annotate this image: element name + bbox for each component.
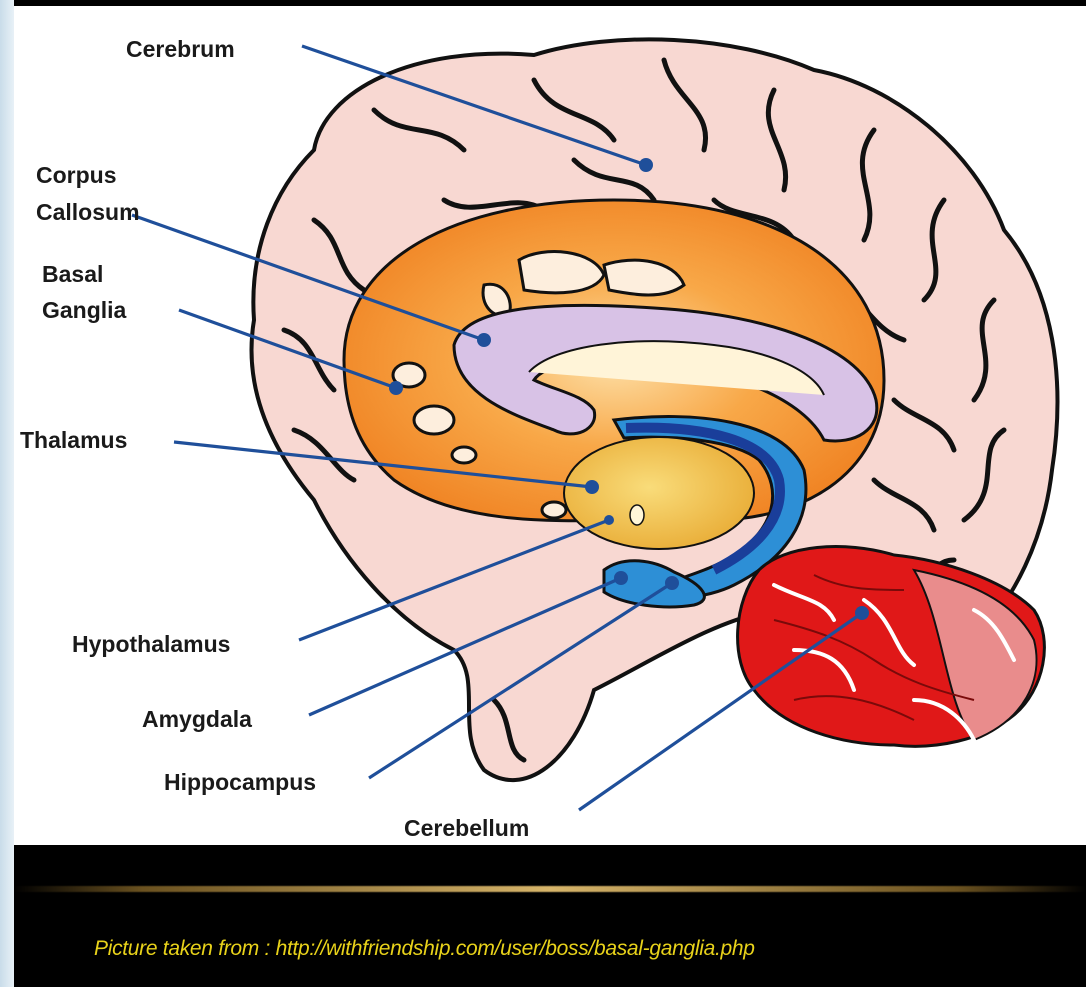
picture-credit: Picture taken from : http://withfriendsh… bbox=[94, 937, 755, 961]
label-thalamus: Thalamus bbox=[20, 427, 127, 453]
brain-diagram: Cerebrum Corpus Callosum Basal Ganglia T… bbox=[14, 0, 1086, 845]
slide-left-strip bbox=[0, 0, 14, 987]
label-basal-ganglia-line2: Ganglia bbox=[42, 297, 127, 323]
label-basal-ganglia-line1: Basal bbox=[42, 261, 103, 287]
footer-band: Picture taken from : http://withfriendsh… bbox=[14, 845, 1086, 987]
label-hypothalamus: Hypothalamus bbox=[72, 631, 230, 657]
label-corpus-callosum-line2: Callosum bbox=[36, 199, 140, 225]
label-hippocampus: Hippocampus bbox=[164, 769, 316, 795]
label-amygdala: Amygdala bbox=[142, 706, 252, 732]
label-cerebrum: Cerebrum bbox=[126, 36, 235, 62]
gold-divider bbox=[14, 886, 1086, 892]
hypothalamus-shape bbox=[630, 505, 644, 525]
slide: Cerebrum Corpus Callosum Basal Ganglia T… bbox=[14, 0, 1086, 987]
label-cerebellum: Cerebellum bbox=[404, 815, 529, 841]
brain-illustration: Cerebrum Corpus Callosum Basal Ganglia T… bbox=[14, 0, 1086, 845]
label-corpus-callosum-line1: Corpus bbox=[36, 162, 117, 188]
